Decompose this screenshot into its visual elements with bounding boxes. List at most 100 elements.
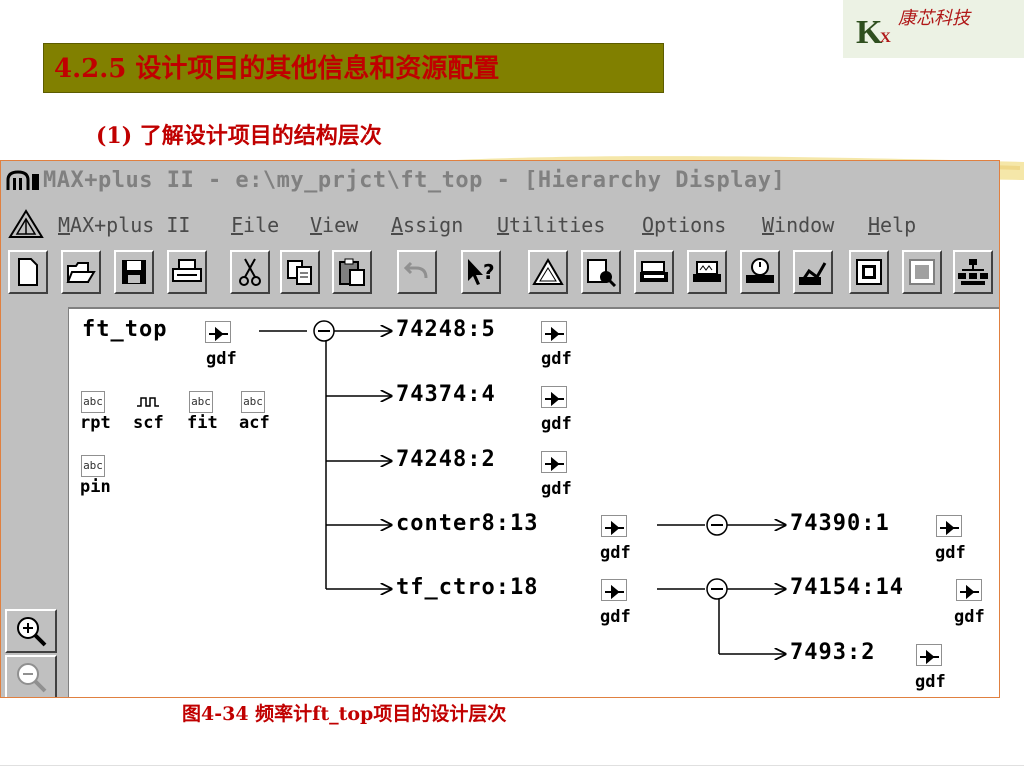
left-tool-panel <box>1 307 69 697</box>
menu-maxplus[interactable]: MAX+plus II <box>58 213 191 237</box>
compiler-icon <box>640 261 668 282</box>
open-folder-icon <box>66 262 96 283</box>
paste-icon <box>339 258 365 286</box>
programmer-button[interactable] <box>793 250 833 294</box>
pin-file-icon[interactable]: abc <box>81 455 105 477</box>
subtitle: (1) 了解设计项目的结构层次 <box>96 123 382 149</box>
menu-help[interactable]: Help <box>868 213 917 237</box>
floorplan-button[interactable] <box>581 250 621 294</box>
gdf-label: gdf <box>915 672 946 692</box>
undo-button[interactable] <box>397 250 437 294</box>
acf-file-icon[interactable]: abc <box>241 391 265 413</box>
gdf-file-icon[interactable] <box>601 579 627 601</box>
cut-button[interactable] <box>230 250 270 294</box>
node-74154-14[interactable]: 74154:14 <box>790 575 904 600</box>
toolbar: ? <box>1 245 999 303</box>
logo-sub-letter: X <box>880 30 891 46</box>
max-plus-window: MAX+plus II - e:\my_prjct\ft_top - [Hier… <box>0 160 1000 698</box>
gdf-file-icon[interactable] <box>541 321 567 343</box>
menu-assign[interactable]: Assign <box>391 213 464 237</box>
timing-analyzer-button[interactable] <box>740 250 780 294</box>
gdf-file-icon[interactable] <box>541 386 567 408</box>
app-icon[interactable] <box>6 170 40 192</box>
logo-text: 康芯科技 <box>898 8 970 29</box>
undo-icon <box>403 261 428 279</box>
gdf-file-icon[interactable] <box>916 644 942 666</box>
gdf-label: gdf <box>541 349 572 369</box>
zoom-out-button[interactable] <box>5 655 57 697</box>
new-file-icon <box>18 258 38 286</box>
copy-icon <box>287 260 312 285</box>
new-file-button[interactable] <box>8 250 48 294</box>
gdf-label: gdf <box>600 543 631 563</box>
save-icon <box>122 260 146 284</box>
copy-button[interactable] <box>280 250 320 294</box>
simulator-button[interactable] <box>687 250 727 294</box>
zoom-in-icon <box>17 617 47 647</box>
scf-label: scf <box>133 413 164 433</box>
max-plus-logo-icon[interactable] <box>8 209 44 239</box>
fit-file-icon[interactable]: abc <box>189 391 213 413</box>
menu-view[interactable]: View <box>310 213 359 237</box>
node-7493-2[interactable]: 7493:2 <box>790 640 876 665</box>
root-gdf-label: gdf <box>206 349 237 369</box>
gdf-label: gdf <box>541 479 572 499</box>
project-hierarchy-button[interactable] <box>953 250 993 294</box>
gdf-file-icon[interactable] <box>936 515 962 537</box>
hierarchy-canvas[interactable]: ft_top gdf abc rpt scf abc fit abc acf a… <box>69 307 1000 698</box>
node-conter8-13[interactable]: conter8:13 <box>396 511 539 536</box>
svg-text:?: ? <box>483 260 495 284</box>
paste-button[interactable] <box>332 250 372 294</box>
root-node[interactable]: ft_top <box>82 317 168 342</box>
gdf-file-icon[interactable] <box>601 515 627 537</box>
menu-bar: MAX+plus II File View Assign Utilities O… <box>1 205 999 243</box>
open-project-button[interactable] <box>849 250 889 294</box>
menu-utilities[interactable]: Utilities <box>497 213 606 237</box>
node-74248-2[interactable]: 74248:2 <box>396 447 496 472</box>
timing-analyzer-icon <box>746 258 774 283</box>
print-button[interactable] <box>167 250 207 294</box>
menu-window[interactable]: Window <box>762 213 835 237</box>
programmer-icon <box>799 262 827 285</box>
save-button[interactable] <box>114 250 154 294</box>
save-check-icon <box>909 259 935 285</box>
project-hierarchy-icon <box>958 259 988 285</box>
gdf-file-icon[interactable] <box>541 451 567 473</box>
hierarchy-connectors <box>259 320 1000 698</box>
gdf-label: gdf <box>954 607 985 627</box>
title-bar[interactable]: MAX+plus II - e:\my_prjct\ft_top - [Hier… <box>1 161 999 205</box>
zoom-out-icon <box>17 663 47 693</box>
logo-letter: K <box>856 14 883 51</box>
node-74248-5[interactable]: 74248:5 <box>396 317 496 342</box>
hierarchy-icon <box>532 258 564 285</box>
rpt-file-icon[interactable]: abc <box>81 391 105 413</box>
scf-waveform-icon[interactable] <box>135 391 161 413</box>
gdf-label: gdf <box>541 414 572 434</box>
gdf-label: gdf <box>600 607 631 627</box>
context-help-button[interactable]: ? <box>461 250 501 294</box>
gdf-file-icon[interactable] <box>205 321 231 343</box>
menu-options[interactable]: Options <box>642 213 727 237</box>
cut-icon <box>239 258 261 286</box>
open-button[interactable] <box>61 250 101 294</box>
print-icon <box>172 259 202 282</box>
menu-file[interactable]: File <box>231 213 280 237</box>
fit-label: fit <box>187 413 218 433</box>
rpt-label: rpt <box>80 413 111 433</box>
section-title: 4.2.5 设计项目的其他信息和资源配置 <box>43 43 664 93</box>
node-74390-1[interactable]: 74390:1 <box>790 511 890 536</box>
logo-background <box>843 0 1024 58</box>
compiler-button[interactable] <box>634 250 674 294</box>
figure-caption: 图4-34 频率计ft_top项目的设计层次 <box>182 703 507 725</box>
zoom-in-button[interactable] <box>5 609 57 653</box>
open-project-icon <box>856 259 882 285</box>
acf-label: acf <box>239 413 270 433</box>
node-74374-4[interactable]: 74374:4 <box>396 382 496 407</box>
context-help-icon: ? <box>468 259 495 285</box>
save-check-button[interactable] <box>902 250 942 294</box>
node-tf-ctro-18[interactable]: tf_ctro:18 <box>396 575 539 600</box>
gdf-file-icon[interactable] <box>956 579 982 601</box>
pin-label: pin <box>80 477 111 497</box>
gdf-label: gdf <box>935 543 966 563</box>
hierarchy-button[interactable] <box>528 250 568 294</box>
